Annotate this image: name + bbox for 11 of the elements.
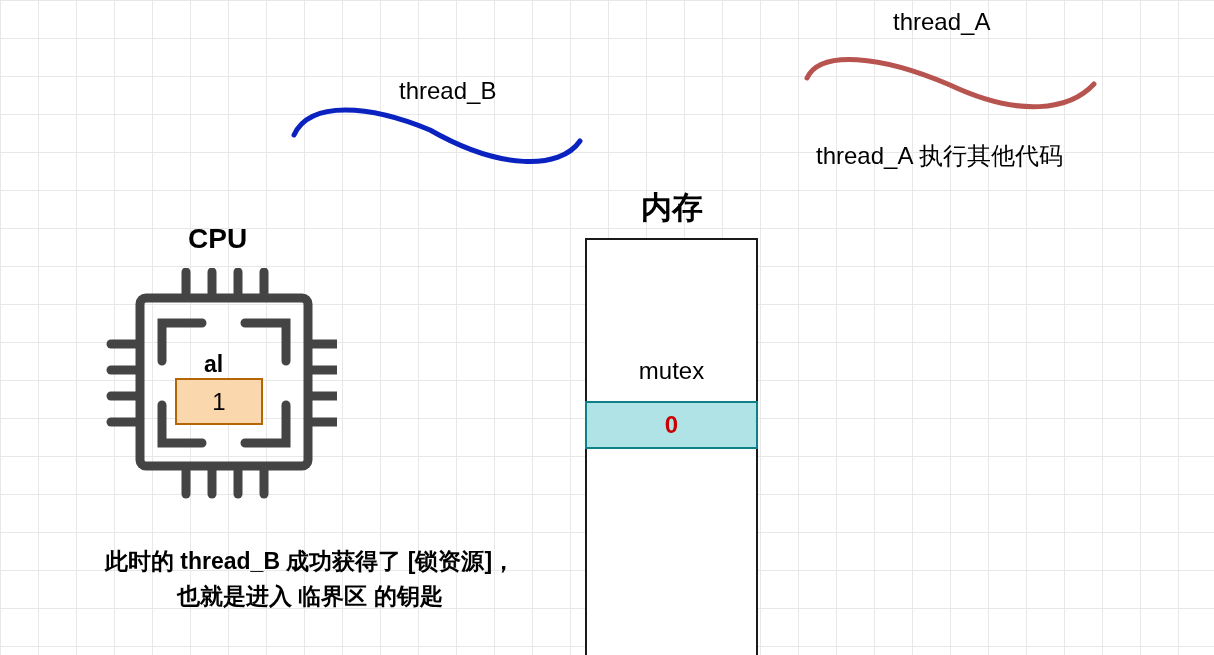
memory-cell: 0 — [585, 401, 758, 449]
caption-text: 也就是进入 临界区 的钥匙 — [176, 582, 444, 611]
register-box: 1 — [175, 378, 263, 425]
thread-label: thread_A — [893, 7, 991, 37]
cpu-heading: CPU — [188, 222, 248, 256]
register-name: al — [204, 350, 224, 379]
caption-text: 此时的 thread_B 成功获得了 [锁资源]， — [103, 547, 517, 576]
note-text: thread_A 执行其他代码 — [816, 141, 1063, 171]
memory-heading: 内存 — [639, 189, 704, 227]
variable-name: mutex — [637, 356, 706, 386]
thread-label: thread_B — [399, 76, 497, 106]
